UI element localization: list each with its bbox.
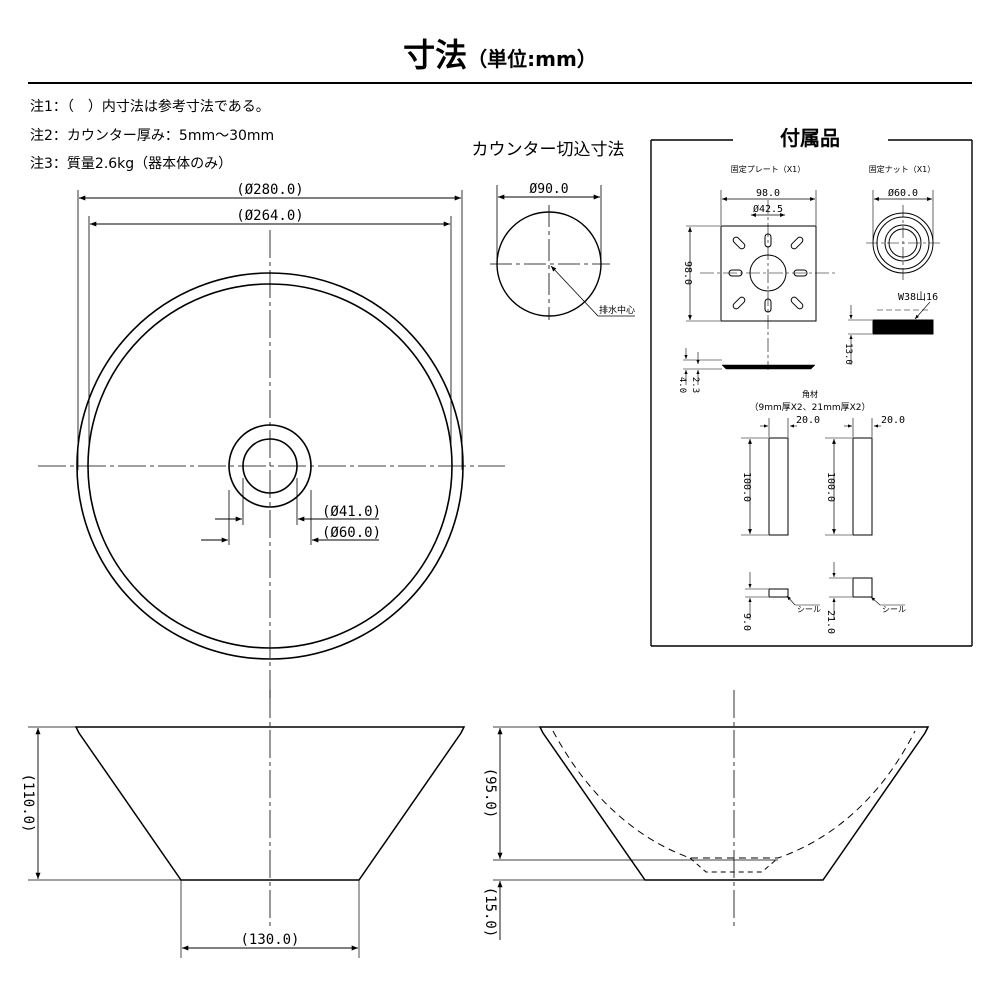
plate-thickness-4: 4.0 <box>677 377 687 393</box>
fixing-nut <box>848 190 940 365</box>
section-base-dim: (15.0) <box>482 887 498 938</box>
title-underline <box>28 82 972 84</box>
side-view <box>28 690 466 958</box>
basin-inner-dashed <box>552 730 916 859</box>
side-bottom-dim: (130.0) <box>240 932 299 948</box>
block-b-width: 20.0 <box>881 415 905 426</box>
section-depth-dim: (95.0) <box>482 768 498 819</box>
cutout-view <box>490 185 635 320</box>
dim-outer-diameter: (Ø280.0) <box>236 182 303 198</box>
block-a-length: 100.0 <box>741 472 752 502</box>
dim-drain-outer: (Ø60.0) <box>322 525 381 541</box>
note-2: 注2：カウンター厚み：5mm〜30mm <box>30 128 275 144</box>
plate-thickness-2: 2.3 <box>690 377 700 393</box>
block-a-thickness: 9.0 <box>741 613 752 631</box>
drawing-title: 寸法（単位:mm） <box>0 30 1000 76</box>
nut-thread-label: W38山16 <box>898 291 938 303</box>
block-b-thickness: 21.0 <box>825 610 836 634</box>
basin-section-outline <box>538 726 930 881</box>
accessories-title: 付属品 <box>780 126 840 150</box>
dim-inner-diameter: (Ø264.0) <box>236 208 303 224</box>
drain-center-label: 排水中心 <box>599 304 635 316</box>
section-view <box>493 690 930 940</box>
note-1: 注1：（ ）内寸法は参考寸法である。 <box>30 99 270 115</box>
title-units: （単位:mm） <box>467 47 597 71</box>
cutout-diameter: Ø90.0 <box>529 182 568 197</box>
blocks-subtitle: （9mm厚X2、21mm厚X2） <box>749 402 870 413</box>
seal-label-a: シール <box>797 605 821 614</box>
plate-width-dim: 98.0 <box>756 188 780 199</box>
nut-diameter-dim: Ø60.0 <box>888 187 918 199</box>
plate-hole-dim: Ø42.5 <box>753 203 783 215</box>
fixing-plate <box>683 190 836 385</box>
nut-title: 固定ナット（X1） <box>869 164 936 174</box>
top-view <box>38 190 505 700</box>
note-3: 注3：質量2.6kg（器本体のみ） <box>30 156 233 172</box>
title-main: 寸法 <box>403 36 468 74</box>
wood-blocks <box>741 418 905 620</box>
accessories-box <box>650 139 973 647</box>
cutout-title: カウンター切込寸法 <box>472 140 625 160</box>
plate-height-dim: 98.0 <box>682 261 693 285</box>
side-height-dim: (110.0) <box>20 773 36 832</box>
nut-height-dim: 13.0 <box>843 343 853 365</box>
block-a-width: 20.0 <box>796 415 820 426</box>
dim-drain-inner: (Ø41.0) <box>322 504 381 520</box>
seal-label-b: シール <box>882 605 906 614</box>
block-b-length: 100.0 <box>825 472 836 502</box>
blocks-title: 角材 <box>802 389 818 399</box>
plate-title: 固定プレート（X1） <box>731 164 806 174</box>
